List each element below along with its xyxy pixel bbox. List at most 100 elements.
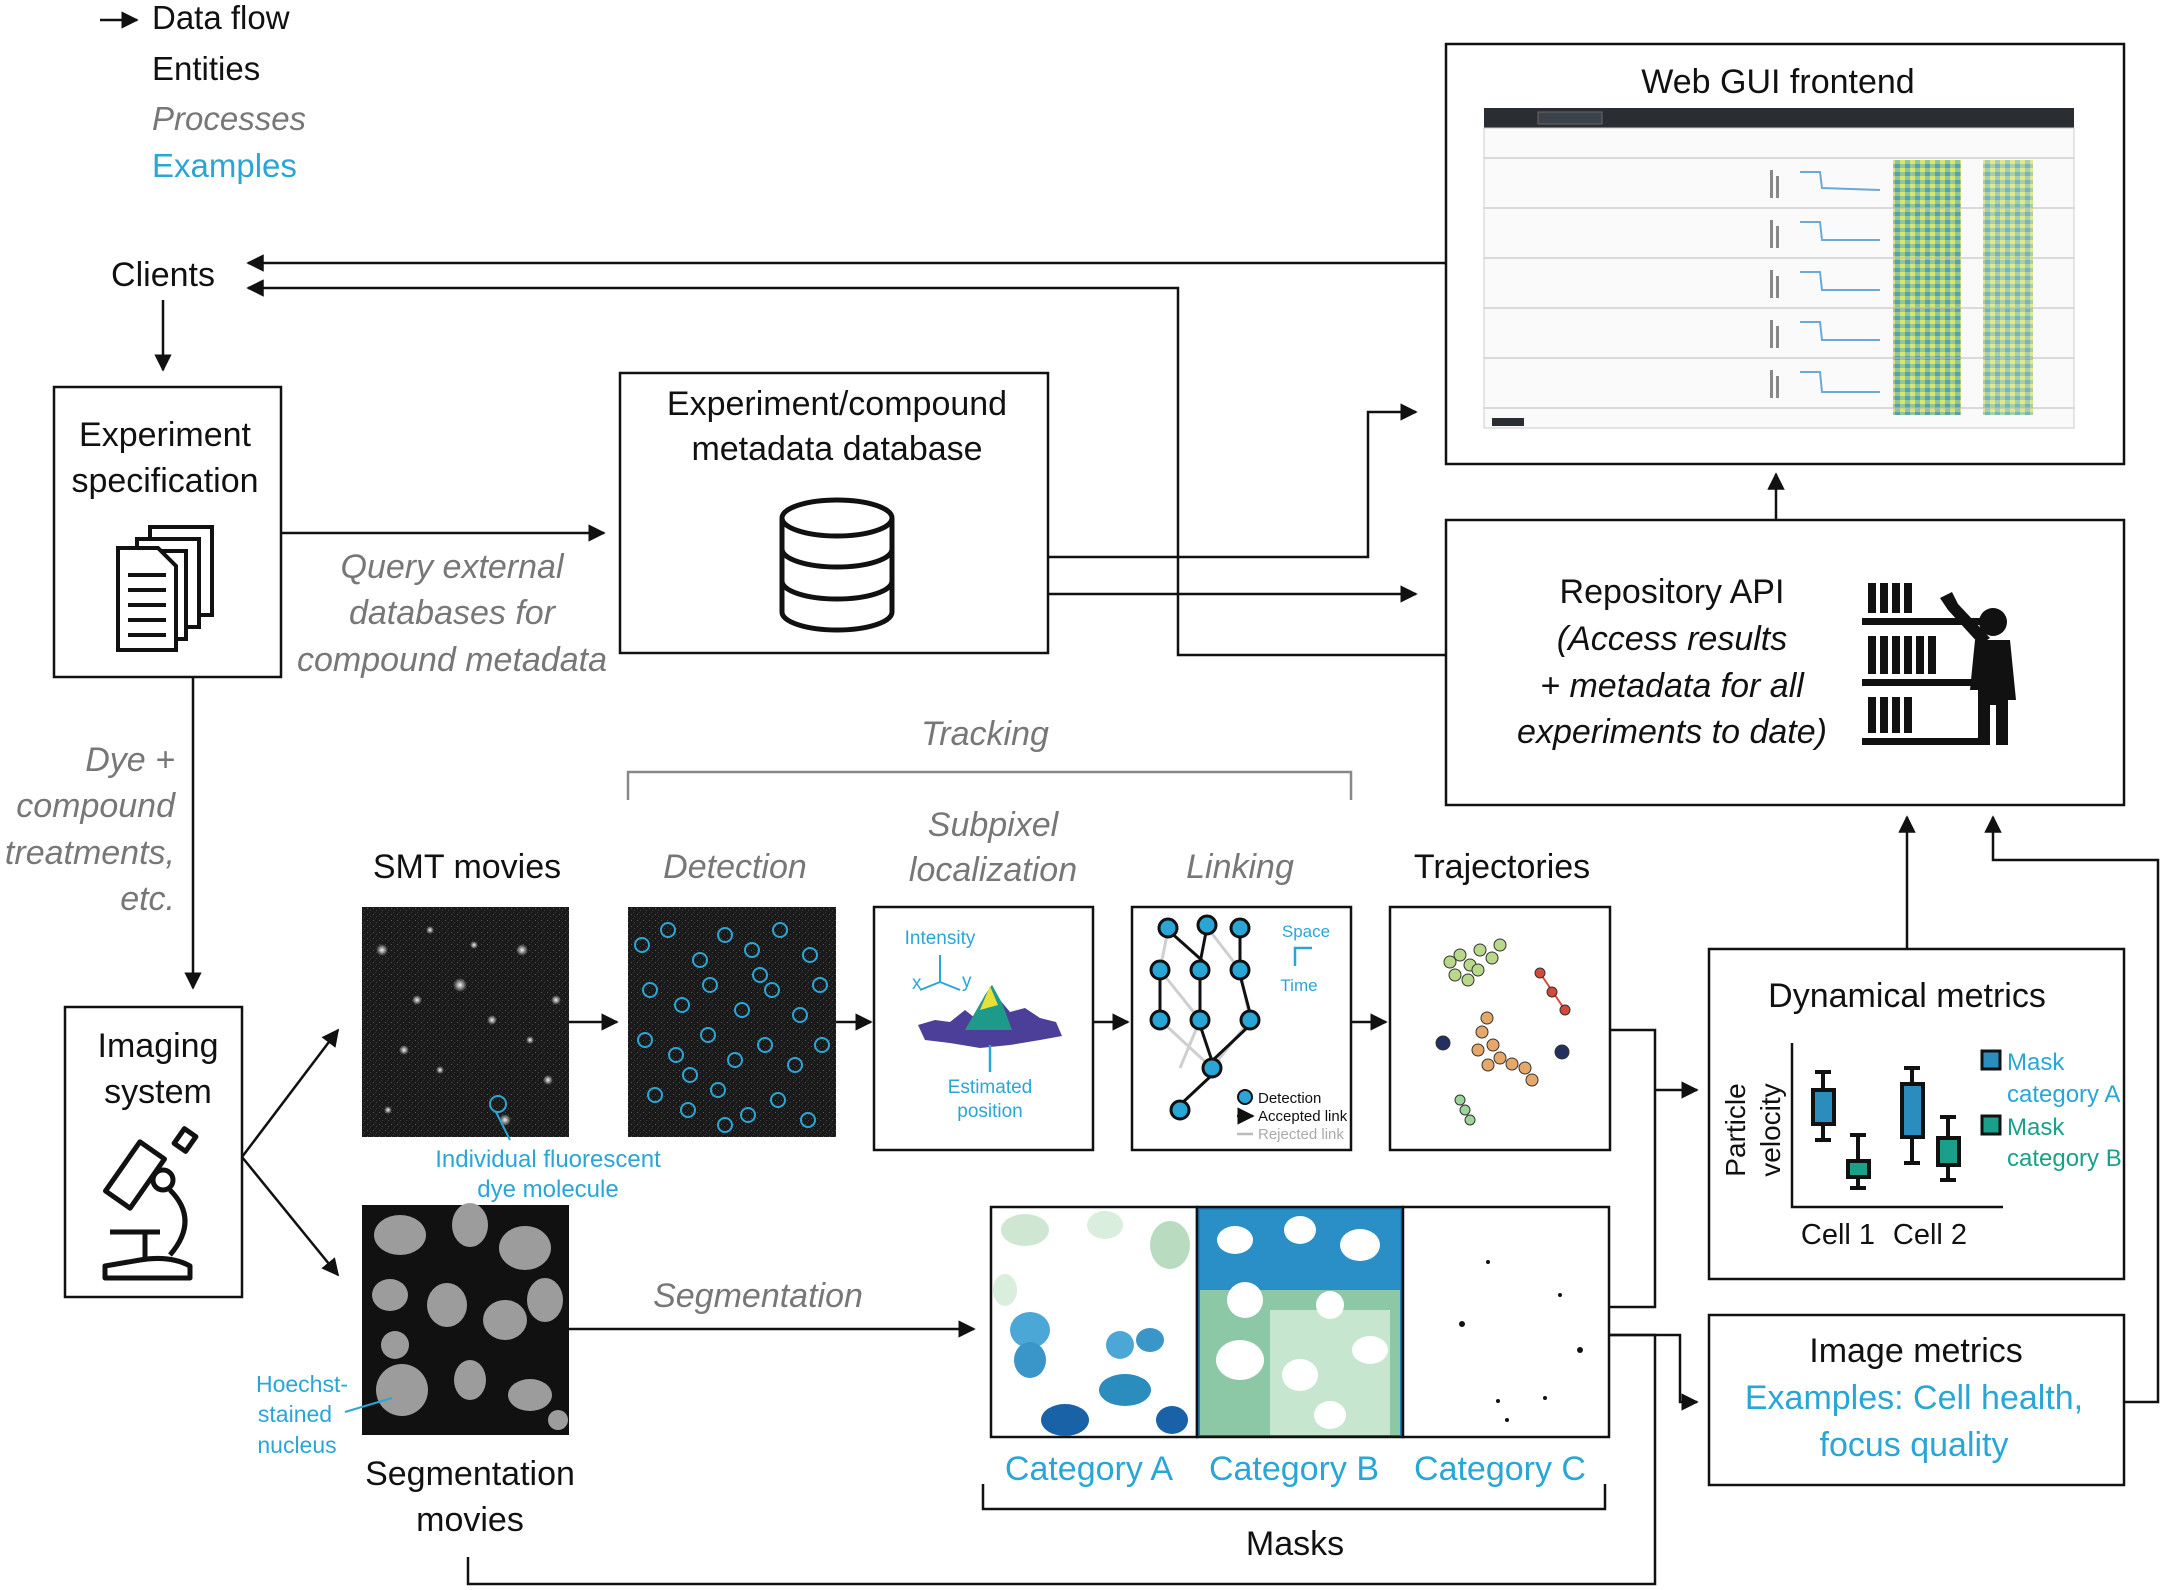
repository-api-line1: Repository API — [1560, 573, 1785, 611]
chart-ylabel-line1: Particle — [1720, 1083, 1751, 1176]
segmentation-movie-image — [362, 1203, 569, 1435]
arrow-db-to-webgui — [1048, 403, 1418, 559]
dye-molecule-line1: Individual fluorescent — [435, 1146, 661, 1173]
linking-detection-label: Detection — [1258, 1090, 1321, 1107]
dynamical-metrics-title: Dynamical metrics — [1768, 977, 2046, 1015]
dynamical-metrics-chart: Particle velocity Cell 1 Cell 2 Mask cat… — [1720, 1043, 2122, 1251]
image-metrics-examples-line2: focus quality — [1820, 1426, 2009, 1464]
subpixel-intensity-label: Intensity — [905, 928, 976, 949]
hoechst-line1: Hoechst- — [256, 1371, 348, 1397]
mask-panel-c — [1401, 1205, 1611, 1439]
tracking-bracket — [626, 770, 1353, 800]
chart-legend-a-line1: Mask — [2007, 1049, 2065, 1076]
repository-api-line2: (Access results — [1557, 620, 1788, 658]
dye-molecule-line2: dye molecule — [477, 1176, 618, 1203]
chart-legend-b-line2: category B — [2007, 1145, 2122, 1172]
dye-line1: Dye + — [85, 741, 175, 779]
linking-rejected-label: Rejected link — [1258, 1126, 1344, 1143]
hoechst-line3: nucleus — [257, 1432, 336, 1458]
image-metrics-box — [1707, 1313, 2126, 1487]
box-cell1-a — [1811, 1088, 1836, 1126]
web-gui-screenshot — [1483, 108, 2075, 429]
chart-legend-b-line1: Mask — [2007, 1114, 2065, 1141]
trajectories-plot — [1435, 938, 1571, 1126]
tracking-label: Tracking — [921, 715, 1049, 753]
arrow-imaging-to-smt — [241, 1028, 340, 1158]
database-icon — [779, 497, 895, 633]
chart-category-cell2: Cell 2 — [1893, 1219, 1967, 1251]
legend-data-flow: Data flow — [152, 0, 290, 36]
linking-graph — [1149, 914, 1261, 1121]
category-a-label: Category A — [1005, 1450, 1174, 1488]
dye-molecule-pointer — [495, 1111, 511, 1141]
linking-accepted-label: Accepted link — [1258, 1108, 1348, 1125]
image-metrics-examples-line1: Examples: Cell health, — [1745, 1379, 2083, 1417]
category-c-label: Category C — [1414, 1450, 1586, 1488]
masks-bracket — [981, 1484, 1607, 1511]
subpixel-line1: Subpixel — [928, 806, 1060, 844]
mask-panel-b — [1195, 1205, 1405, 1439]
mask-panel-a — [989, 1205, 1199, 1439]
arrow-image-metrics-to-api — [1984, 815, 2160, 1404]
hoechst-pointer — [344, 1397, 393, 1413]
legend-processes: Processes — [152, 100, 306, 137]
estimated-position-line1: Estimated — [948, 1077, 1032, 1098]
document-stack-icon — [116, 525, 214, 652]
smt-movie-image — [362, 907, 569, 1137]
chart-axes — [1790, 1043, 2003, 1209]
dye-line2: compound — [16, 787, 176, 825]
estimated-position-line2: position — [957, 1101, 1023, 1122]
repository-api-line4: experiments to date) — [1517, 713, 1827, 751]
repository-api-box — [1444, 518, 2126, 807]
image-metrics-title: Image metrics — [1809, 1332, 2023, 1370]
smt-movies-label: SMT movies — [373, 848, 561, 886]
masks-label: Masks — [1246, 1525, 1344, 1563]
chart-category-cell1: Cell 1 — [1801, 1219, 1875, 1251]
linking-space-label: Space — [1282, 922, 1330, 941]
librarian-shelf-icon — [1862, 583, 2016, 745]
hoechst-line2: stained — [258, 1401, 332, 1427]
subpixel-y-label: y — [962, 971, 972, 992]
segmentation-movies-line2: movies — [416, 1501, 524, 1539]
microscope-icon — [102, 1126, 199, 1281]
segmentation-movies-line1: Segmentation — [365, 1455, 575, 1493]
query-line2: databases for — [349, 594, 557, 632]
metadata-db-line1: Experiment/compound — [667, 385, 1007, 423]
query-line3: compound metadata — [297, 641, 607, 679]
trajectories-box — [1388, 905, 1612, 1152]
legend-swatch-a — [1980, 1049, 2002, 1071]
box-cell2-a — [1900, 1082, 1925, 1139]
metadata-db-line2: metadata database — [691, 430, 982, 468]
legend-examples: Examples — [152, 147, 297, 184]
repository-api-line3: + metadata for all — [1540, 667, 1805, 705]
dye-line3: treatments, — [5, 834, 175, 872]
web-gui-title: Web GUI frontend — [1641, 63, 1914, 101]
detection-image — [628, 907, 836, 1137]
chart-ylabel-line2: velocity — [1755, 1083, 1786, 1176]
detection-legend-icon — [1237, 1089, 1253, 1105]
linking-label: Linking — [1186, 848, 1294, 886]
axes-icon — [919, 955, 961, 991]
linking-time-label: Time — [1280, 976, 1317, 995]
experiment-spec-line2: specification — [71, 462, 258, 500]
box-cell1-b — [1846, 1159, 1871, 1179]
dye-line4: etc. — [120, 880, 175, 918]
category-b-label: Category B — [1209, 1450, 1379, 1488]
arrow-to-image-metrics — [1609, 1333, 1699, 1411]
intensity-surface — [918, 985, 1062, 1048]
box-cell2-b — [1936, 1136, 1961, 1167]
legend-entities: Entities — [152, 50, 260, 87]
arrow-api-to-clients — [246, 279, 1446, 657]
chart-legend-a-line2: category A — [2007, 1081, 2120, 1108]
experiment-spec-line1: Experiment — [79, 416, 252, 454]
legend: Data flow Entities Processes Examples — [100, 0, 306, 184]
arrow-imaging-to-segmentation — [241, 1156, 340, 1277]
subpixel-x-label: x — [912, 973, 922, 994]
legend-swatch-b — [1980, 1114, 2002, 1136]
imaging-system-line2: system — [104, 1073, 212, 1111]
arrow-trajectories-masks-join — [1609, 1028, 1657, 1309]
subpixel-line2: localization — [909, 851, 1077, 889]
imaging-system-line1: Imaging — [98, 1027, 219, 1065]
segmentation-label: Segmentation — [653, 1277, 863, 1315]
